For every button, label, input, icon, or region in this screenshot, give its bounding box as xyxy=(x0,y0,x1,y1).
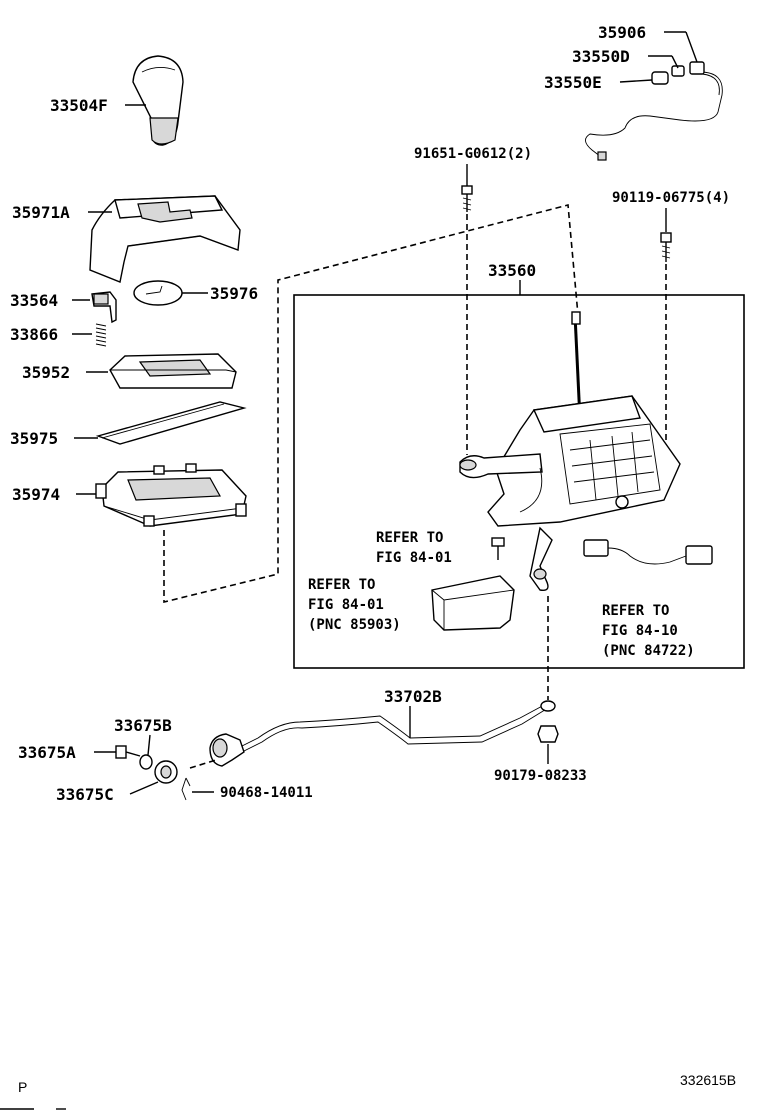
lock-cam-33564 xyxy=(91,291,117,324)
ref2-line1: REFER TO xyxy=(308,577,375,593)
page-marker: P xyxy=(18,1079,27,1095)
part-labels: 35906 33550D 33550E 33504F 91651-G0612(2… xyxy=(10,23,730,804)
label-90468-14011: 90468-14011 xyxy=(220,785,313,801)
screw-fig-84-01 xyxy=(491,537,505,560)
indicator-plate-35952 xyxy=(109,353,237,389)
ref1-line1: REFER TO xyxy=(376,530,443,546)
slide-plate-35975 xyxy=(95,401,247,445)
label-33560: 33560 xyxy=(488,261,536,280)
drawing-code: 332615B xyxy=(680,1072,736,1088)
ref2-line3: (PNC 85903) xyxy=(308,617,401,633)
label-35971A: 35971A xyxy=(12,203,70,222)
label-33550E: 33550E xyxy=(544,73,602,92)
label-33675B: 33675B xyxy=(114,716,172,735)
nut-90179 xyxy=(537,725,559,743)
label-35975: 35975 xyxy=(10,429,58,448)
shift-lever-assembly-33560 xyxy=(459,311,681,527)
bolt-91651 xyxy=(461,185,473,212)
label-91651-G0612: 91651-G0612(2) xyxy=(414,146,532,162)
label-33702B: 33702B xyxy=(384,687,442,706)
bolt-90119 xyxy=(660,232,672,262)
ref1-line2: FIG 84-01 xyxy=(376,550,452,566)
label-33550D: 33550D xyxy=(572,47,630,66)
label-33504F: 33504F xyxy=(50,96,108,115)
shift-knob xyxy=(132,55,184,146)
reference-notes: REFER TO FIG 84-01 REFER TO FIG 84-01 (P… xyxy=(308,530,695,659)
spring-33866 xyxy=(95,323,107,347)
shift-lock-ecu xyxy=(431,575,515,631)
label-33675C: 33675C xyxy=(56,785,114,804)
indicator-wire-assembly xyxy=(585,61,723,161)
control-cable-33702B xyxy=(209,700,556,767)
label-35952: 35952 xyxy=(22,363,70,382)
ref3-line3: (PNC 84722) xyxy=(602,643,695,659)
indicator-housing xyxy=(89,195,241,283)
pin-90468 xyxy=(181,777,191,801)
wire-harness xyxy=(583,539,713,565)
label-90119-06775: 90119-06775(4) xyxy=(612,190,730,206)
label-35976: 35976 xyxy=(210,284,258,303)
grommet-33675C xyxy=(154,760,178,784)
cover-plate-35976 xyxy=(133,280,183,306)
label-33675A: 33675A xyxy=(18,743,76,762)
bolt-33675A xyxy=(115,745,141,759)
label-35974: 35974 xyxy=(12,485,60,504)
bush-33675B xyxy=(139,754,153,770)
label-35906: 35906 xyxy=(598,23,646,42)
label-90179-08233: 90179-08233 xyxy=(494,768,587,784)
assembly-frame xyxy=(293,294,745,669)
ref3-line1: REFER TO xyxy=(602,603,669,619)
ref2-line2: FIG 84-01 xyxy=(308,597,384,613)
label-33866: 33866 xyxy=(10,325,58,344)
shift-lever-housing-35974 xyxy=(95,463,247,527)
shift-lock-link xyxy=(529,526,553,591)
label-33564: 33564 xyxy=(10,291,58,310)
ref3-line2: FIG 84-10 xyxy=(602,623,678,639)
